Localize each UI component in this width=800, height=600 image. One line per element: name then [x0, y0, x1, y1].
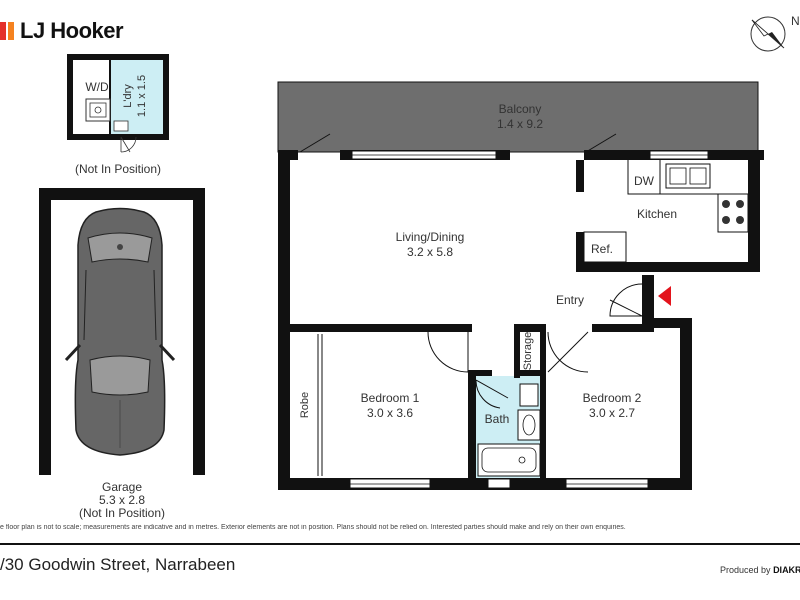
entry-arrow-icon — [658, 286, 671, 306]
footer-divider — [0, 543, 800, 545]
property-address: /30 Goodwin Street, Narrabeen — [0, 555, 236, 574]
living-name: Living/Dining — [396, 230, 465, 244]
bedroom1-name: Bedroom 1 — [361, 391, 420, 405]
garage — [39, 188, 205, 475]
laundry-note: (Not In Position) — [75, 162, 161, 176]
basin-icon — [517, 409, 541, 441]
entry-door-swing — [609, 283, 643, 317]
entry-name: Entry — [556, 293, 584, 307]
compass-icon — [750, 16, 786, 52]
laundry-size: 1.1 x 1.5 — [136, 75, 148, 117]
cooktop-icon — [717, 193, 749, 233]
producer-name: DIAKR — [773, 565, 800, 575]
bathtub-icon — [477, 443, 541, 477]
bath-name: Bath — [485, 412, 510, 426]
balcony-name: Balcony — [499, 102, 542, 116]
brand-name: LJ Hooker — [20, 18, 124, 43]
garage-name: Garage — [102, 480, 142, 494]
toilet-icon — [519, 383, 539, 407]
balcony-area — [277, 81, 759, 153]
kitchen-ref-label: Ref. — [591, 242, 613, 256]
door-swings — [427, 331, 589, 409]
car-icon — [64, 207, 176, 456]
logo-square-orange — [8, 22, 14, 40]
garage-note: (Not In Position) — [79, 506, 165, 520]
windows — [349, 150, 709, 489]
logo-squares — [0, 22, 14, 40]
storage-name: Storage — [522, 332, 534, 371]
disclaimer-text: e floor plan is not to scale; measuremen… — [0, 524, 626, 531]
robe-label: Robe — [299, 392, 311, 418]
kitchen-dw-label: DW — [634, 174, 655, 188]
bedroom1-size: 3.0 x 3.6 — [367, 406, 413, 420]
bath-fittings — [477, 383, 541, 477]
laundry-wd-label: W/D — [85, 80, 109, 94]
producer-credit: Produced by DIAKR — [720, 565, 800, 575]
brand-logo: LJ Hooker — [0, 18, 124, 44]
logo-square-red — [0, 22, 6, 40]
fridge-space — [583, 231, 627, 263]
bedroom2-size: 3.0 x 2.7 — [589, 406, 635, 420]
kitchen-fittings — [583, 160, 749, 263]
bedroom2-name: Bedroom 2 — [583, 391, 642, 405]
producer-label: Produced by — [720, 565, 771, 575]
robe — [317, 334, 323, 476]
living-size: 3.2 x 5.8 — [407, 245, 453, 259]
laundry-room — [67, 54, 169, 153]
garage-size: 5.3 x 2.8 — [99, 493, 145, 507]
laundry-name: L'dry — [122, 84, 134, 108]
kitchen-name: Kitchen — [637, 207, 677, 221]
balcony-size: 1.4 x 9.2 — [497, 117, 543, 131]
compass-north-label: N — [791, 14, 800, 28]
